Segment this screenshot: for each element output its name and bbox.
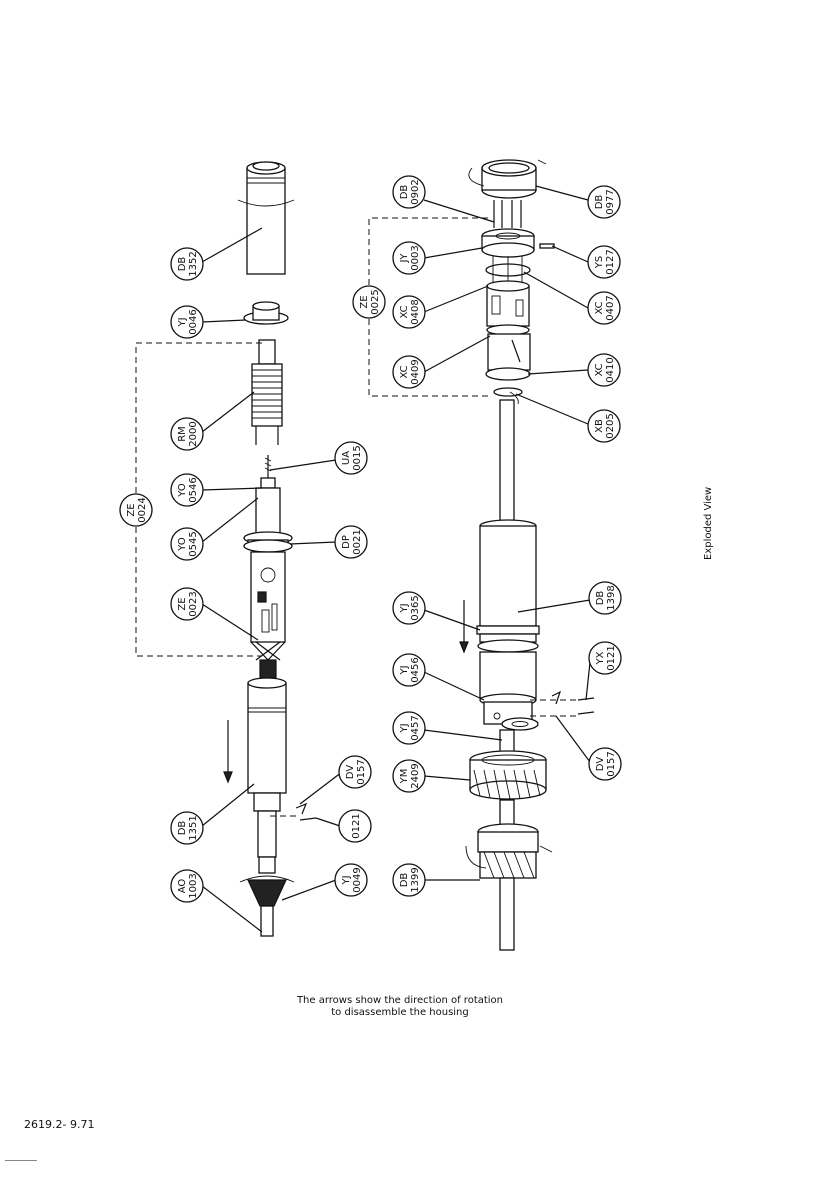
right-assembly [368,159,595,951]
callout-0121-left: 0121 [338,809,372,843]
svg-text:DB0977: DB0977 [594,189,616,214]
caption-line-2: to disassemble the housing [331,1007,469,1018]
svg-text:DB0902: DB0902 [399,179,421,204]
svg-text:YJ0456: YJ0456 [399,657,421,682]
callout-db-1352: DB1352 [170,247,204,281]
left-assembly [135,161,317,937]
part-db-1352 [237,161,295,275]
svg-text:YJ0365: YJ0365 [399,595,421,620]
svg-text:DV0157: DV0157 [345,759,367,784]
svg-text:YJ0457: YJ0457 [399,715,421,740]
svg-text:YO0545: YO0545 [177,531,199,556]
side-label: Exploded View [703,486,714,560]
svg-text:DP0021: DP0021 [341,529,363,554]
svg-text:DV0157: DV0157 [595,751,617,776]
svg-text:XC0407: XC0407 [594,295,616,320]
svg-text:DB1351: DB1351 [177,815,199,840]
svg-text:XC0410: XC0410 [594,357,616,382]
callout-xc-0410: XC0410 [587,353,621,387]
part-jy-0003 [481,200,555,258]
callout-xc-0409: XC0409 [392,355,426,389]
svg-text:XC0409: XC0409 [399,359,421,384]
svg-text:AO1003: AO1003 [177,873,199,898]
svg-text:DB1352: DB1352 [177,251,199,276]
leader-lines [201,185,591,933]
document-number: 2619.2- 9.71 [24,1118,95,1131]
callout-yj-0365: YJ0365 [392,591,426,625]
svg-text:ZE0025: ZE0025 [359,289,381,314]
svg-text:XB0205: XB0205 [594,413,616,438]
svg-text:DB1398: DB1398 [595,585,617,610]
callout-jy-0003: JY0003 [392,241,426,275]
callout-ze-0025: ZE0025 [352,285,386,319]
callout-ym-2409: YM2409 [392,759,426,793]
part-db-0977 [468,159,547,199]
callout-yj-0046: YJ0046 [170,305,204,339]
callout-yo-0545: YO0545 [170,527,204,561]
svg-text:YJ0046: YJ0046 [177,309,199,334]
callout-yj-0049: YJ0049 [334,863,368,897]
callout-ze-0024: ZE0024 [119,493,153,527]
part-yj-0046 [243,301,289,325]
svg-text:RM2000: RM2000 [177,421,199,446]
callout-yj-0456: YJ0456 [392,653,426,687]
part-rm-2000 [251,339,283,445]
part-xc-cage [485,256,531,405]
part-yj-0457 [501,717,539,731]
callout-dp-0021: DP0021 [334,525,368,559]
part-db-1399 [465,823,553,951]
callout-xc-0408: XC0408 [392,295,426,329]
callout-yx-0121: YX0121 [588,641,622,675]
rotation-caption: The arrows show the direction of rotatio… [250,995,550,1019]
svg-text:XC0408: XC0408 [399,299,421,324]
svg-text:DB1399: DB1399 [399,867,421,892]
callout-db-1351: DB1351 [170,811,204,845]
svg-text:UA0015: UA0015 [341,445,363,470]
part-yx-0121 [530,690,595,717]
callout-db-0977: DB0977 [587,185,621,219]
svg-text:YS0127: YS0127 [594,249,616,274]
caption-line-1: The arrows show the direction of rotatio… [296,995,504,1006]
svg-text:YX0121: YX0121 [595,645,617,670]
footer-rule [5,1160,37,1161]
svg-text:YJ0049: YJ0049 [341,867,363,892]
svg-text:JY0003: JY0003 [399,245,421,270]
part-probe-core [243,455,293,679]
callout-db-0902: DB0902 [392,175,426,209]
part-ym-2409 [469,750,547,800]
callout-ys-0127: YS0127 [587,245,621,279]
callout-dv-0157-left: DV0157 [338,755,372,789]
callout-ua-0015: UA0015 [334,441,368,475]
part-db-1398 [459,519,540,725]
part-db-1351 [223,677,295,937]
callout-yj-0457: YJ0457 [392,711,426,745]
callout-xb-0205: XB0205 [587,409,621,443]
svg-text:ZE0023: ZE0023 [177,591,199,616]
callout-db-1399: DB1399 [392,863,426,897]
svg-text:YM2409: YM2409 [399,763,421,788]
callout-ao-1003: AO1003 [170,869,204,903]
callout-db-1398: DB1398 [588,581,622,615]
callout-yo-0546: YO0546 [170,473,204,507]
svg-text:ZE0024: ZE0024 [126,497,148,522]
callout-ze-0023: ZE0023 [170,587,204,621]
callout-rm-2000: RM2000 [170,417,204,451]
callout-xc-0407: XC0407 [587,291,621,325]
part-screws-0121 [270,802,317,821]
svg-text:0121: 0121 [351,813,362,838]
svg-text:YO0546: YO0546 [177,477,199,502]
callout-dv-0157-right: DV0157 [588,747,622,781]
